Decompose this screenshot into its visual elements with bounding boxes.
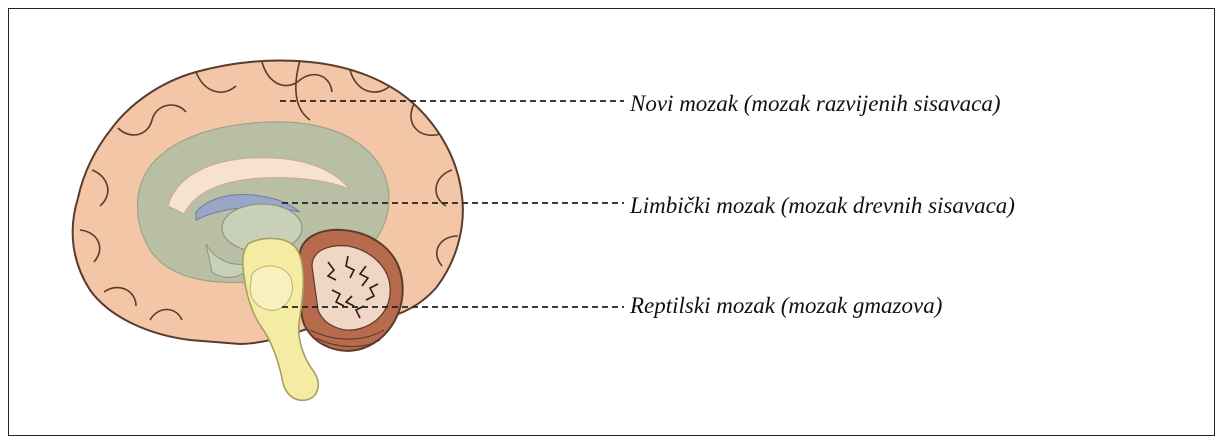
label-limbic-brain: Limbički mozak (mozak drevnih sisavaca) bbox=[630, 194, 1015, 217]
cerebellum bbox=[300, 230, 403, 351]
label-neomammalian-brain: Novi mozak (mozak razvijenih sisavaca) bbox=[630, 92, 1001, 115]
label-reptilian-brain: Reptilski mozak (mozak gmazova) bbox=[630, 294, 942, 317]
pons bbox=[250, 266, 292, 310]
